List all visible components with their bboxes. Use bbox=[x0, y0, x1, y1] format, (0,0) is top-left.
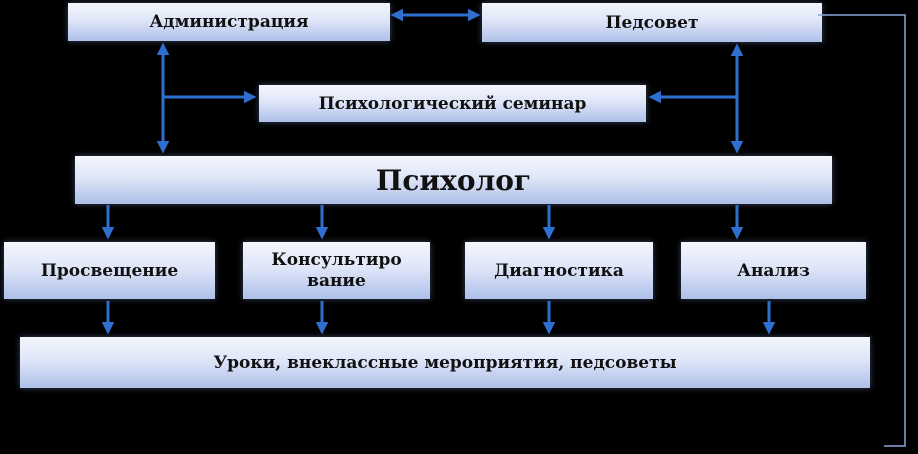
psychologist-label: Психолог bbox=[375, 163, 532, 197]
education-label: Просвещение bbox=[40, 260, 179, 281]
consulting-node: Консультиро вание bbox=[243, 242, 430, 299]
lessons-node: Уроки, внеклассные мероприятия, педсовет… bbox=[20, 337, 870, 388]
pedsovet-return-connector bbox=[818, 14, 906, 447]
seminar-label: Психологический семинар bbox=[318, 93, 587, 114]
pedsovet-node: Педсовет bbox=[482, 3, 822, 42]
psychologist-node: Психолог bbox=[75, 156, 832, 204]
diagnostics-label: Диагностика bbox=[494, 260, 624, 281]
administration-node: Администрация bbox=[68, 3, 390, 41]
seminar-node: Психологический семинар bbox=[259, 85, 646, 122]
education-node: Просвещение bbox=[4, 242, 215, 299]
diagnostics-node: Диагностика bbox=[465, 242, 653, 299]
lessons-label: Уроки, внеклассные мероприятия, педсовет… bbox=[213, 352, 677, 373]
administration-label: Администрация bbox=[149, 12, 309, 32]
analysis-node: Анализ bbox=[681, 242, 866, 299]
consulting-label: Консультиро вание bbox=[271, 249, 402, 291]
analysis-label: Анализ bbox=[737, 260, 810, 281]
pedsovet-label: Педсовет bbox=[605, 12, 699, 33]
